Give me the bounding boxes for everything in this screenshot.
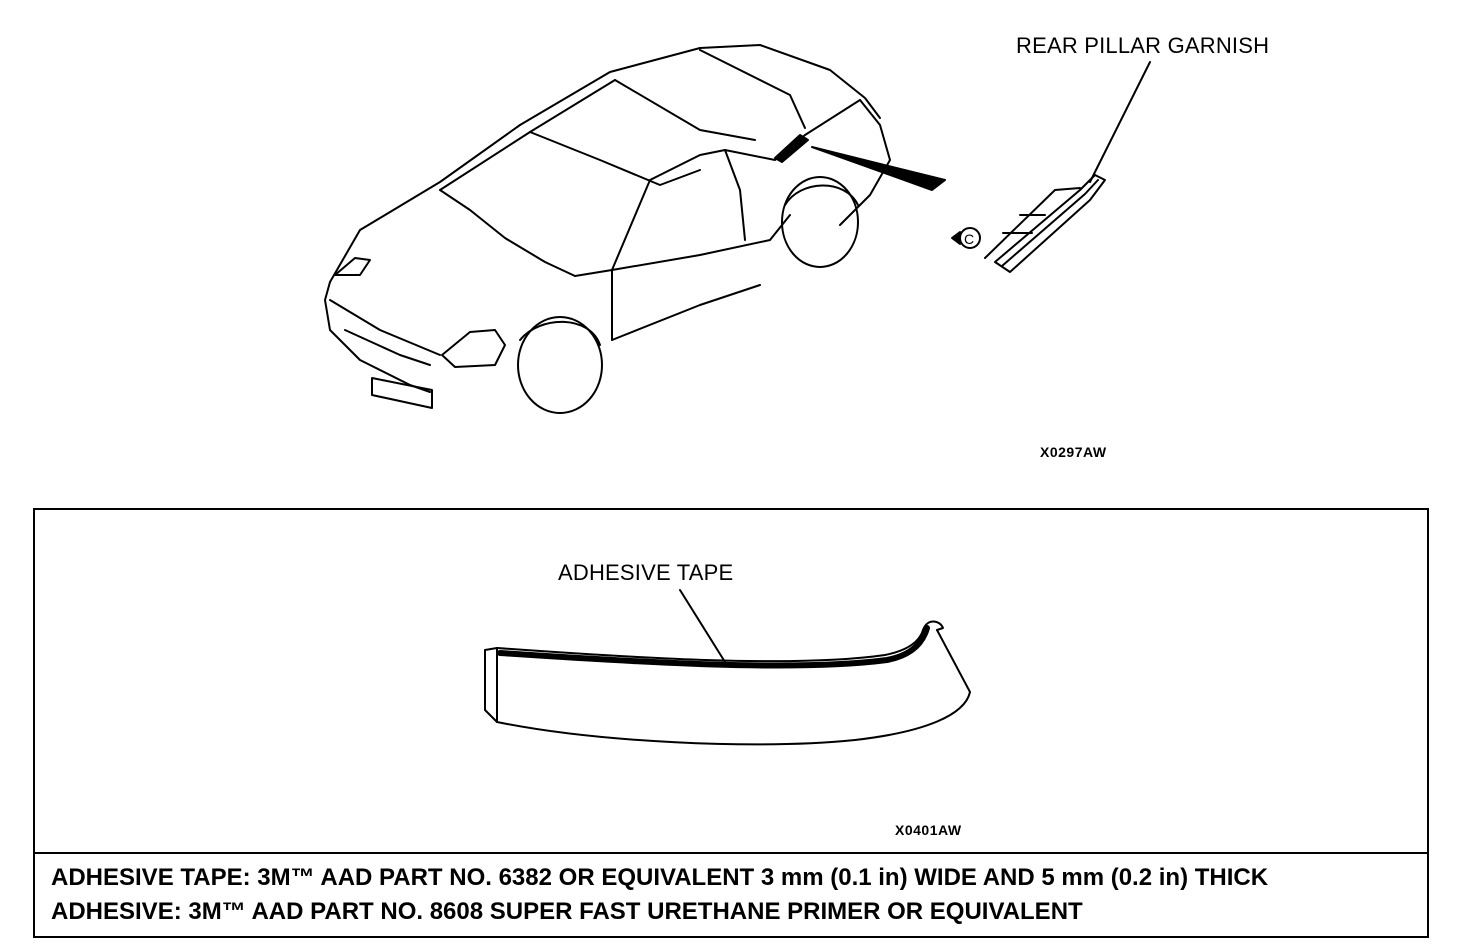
figure-code-bottom: X0401AW (895, 822, 962, 838)
detail-panel: ADHESIVE TAPE X0401AW ADHESIVE TAPE: 3M™… (33, 508, 1429, 938)
notes-section: ADHESIVE TAPE: 3M™ AAD PART NO. 6382 OR … (35, 852, 1427, 938)
clip-icon: C (951, 227, 981, 249)
top-illustration: C (324, 44, 1151, 414)
detail-pointer (811, 146, 946, 191)
adhesive-tape-label: ADHESIVE TAPE (558, 560, 734, 585)
note-adhesive-tape: ADHESIVE TAPE: 3M™ AAD PART NO. 6382 OR … (51, 864, 1269, 891)
rear-pillar-garnish (984, 174, 1106, 273)
rear-pillar-garnish-label: REAR PILLAR GARNISH (1016, 33, 1270, 58)
car-illustration (324, 44, 891, 414)
adhesive-tape-illustration (484, 589, 971, 746)
garnish-callout-leader (1089, 61, 1151, 183)
tape-callout-leader (679, 589, 726, 663)
svg-text:C: C (964, 231, 974, 247)
figure-code-top: X0297AW (1040, 444, 1107, 460)
note-adhesive: ADHESIVE: 3M™ AAD PART NO. 8608 SUPER FA… (51, 898, 1083, 925)
